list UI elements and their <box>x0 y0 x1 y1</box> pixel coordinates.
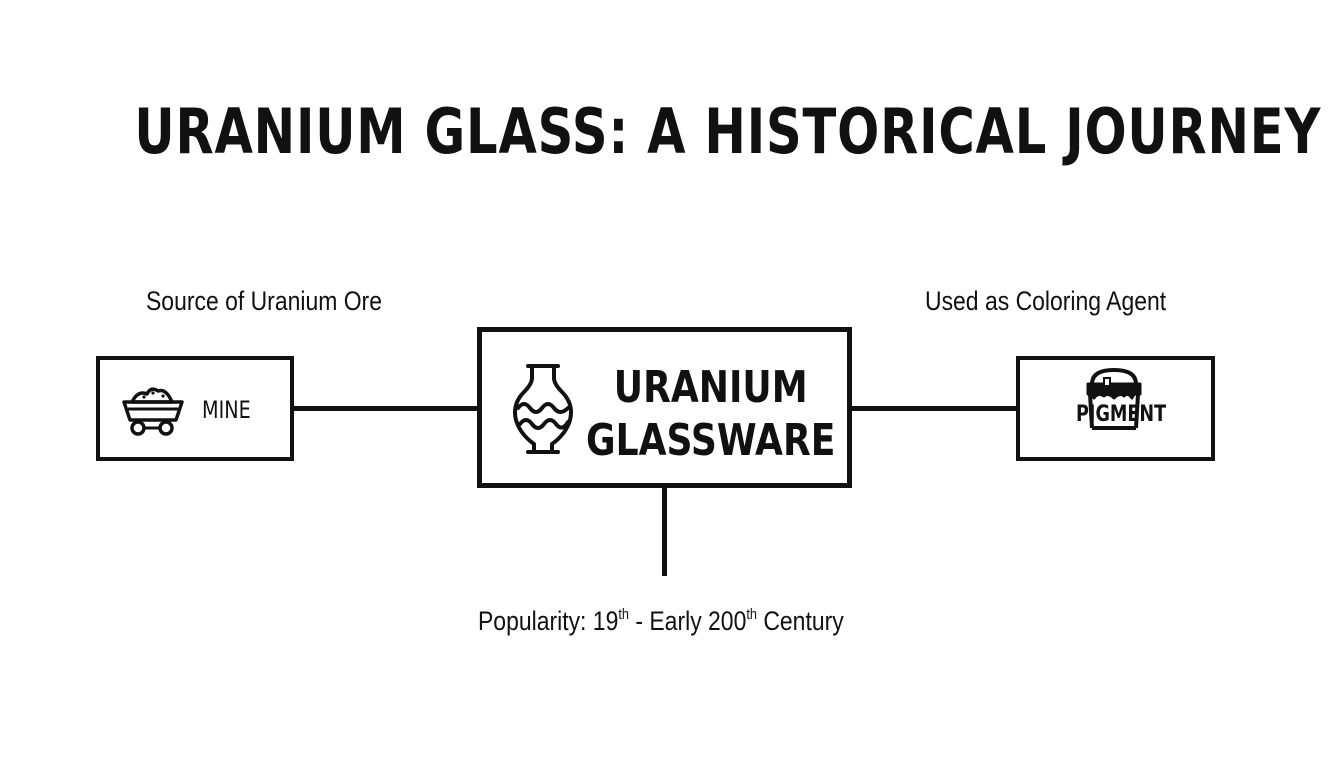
pigment-node: PIGMENT <box>1016 356 1215 461</box>
connector-center-popularity <box>662 488 667 576</box>
connector-center-pigment <box>852 406 1016 411</box>
vase-icon <box>513 364 573 454</box>
mine-node: MINE <box>96 356 294 461</box>
source-label: Source of Uranium Ore <box>146 286 382 316</box>
popularity-suffix: Century <box>756 606 844 636</box>
usage-label: Used as Coloring Agent <box>925 286 1167 316</box>
glassware-label: URANIUM GLASSWARE <box>586 362 835 468</box>
connector-mine-center <box>294 406 477 411</box>
mine-cart-icon <box>122 387 184 436</box>
popularity-sup-2: th <box>746 606 757 623</box>
popularity-prefix: Popularity: 19 <box>478 606 619 636</box>
pigment-label: PIGMENT <box>1076 402 1167 427</box>
glassware-label-line1: URANIUM <box>613 362 808 413</box>
popularity-label: Popularity: 19th - Early 200th Century <box>478 607 844 635</box>
popularity-middle: - Early 200 <box>628 606 747 636</box>
diagram-title: URANIUM GLASS: A HISTORICAL JOURNEY <box>134 95 1322 168</box>
mine-label: MINE <box>202 396 251 424</box>
uranium-glassware-node: URANIUM GLASSWARE <box>477 327 852 488</box>
popularity-sup-1: th <box>618 606 629 623</box>
paint-bucket-icon <box>1086 367 1142 430</box>
glassware-label-line2: GLASSWARE <box>586 414 836 466</box>
